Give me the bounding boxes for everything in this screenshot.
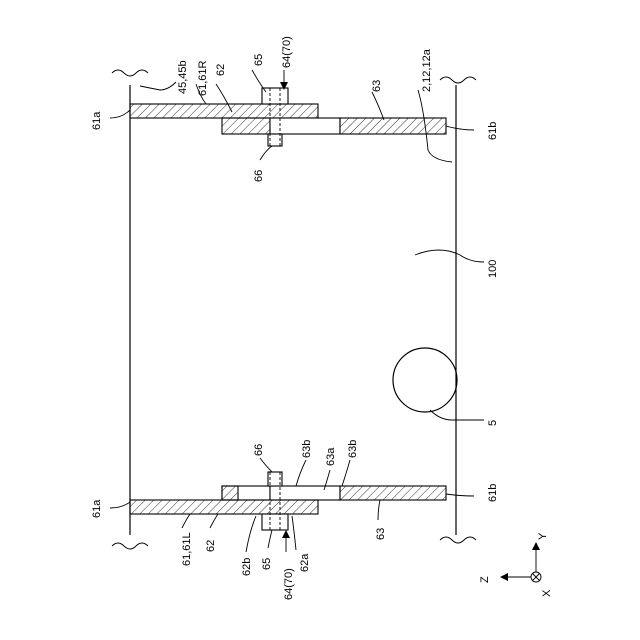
leader-66-bot [260, 458, 272, 472]
label-63b-a: 63b [301, 440, 313, 458]
label-61a-top: 61a [91, 111, 103, 130]
break-mark-top-left [112, 70, 148, 76]
label-65-bot: 65 [261, 558, 273, 570]
leader-65-bot [268, 530, 272, 548]
label-62-bot: 62 [205, 540, 217, 552]
label-61a-bot: 61a [91, 499, 103, 518]
label-63a: 63a [325, 447, 337, 466]
plate-62-lower [130, 500, 318, 514]
leader-62b [246, 516, 256, 552]
leader-62-bot [210, 514, 218, 528]
label-5: 5 [487, 420, 499, 426]
leader-63b-a [296, 460, 306, 486]
label-65-top: 65 [253, 54, 265, 66]
label-61b-top: 61b [487, 122, 499, 140]
bolt-head-65-lower [262, 514, 288, 530]
label-63-top: 63 [371, 80, 383, 92]
label-62-top: 62 [215, 64, 227, 76]
leader-45 [140, 82, 176, 90]
leader-61a-bot [110, 502, 130, 508]
leader-61b-top [446, 126, 474, 130]
leader-65-top [252, 70, 266, 92]
leader-5 [430, 410, 484, 420]
label-2: 2,12,12a [421, 48, 433, 92]
slot-63a-upper [270, 118, 340, 134]
leader-63-bot [378, 500, 380, 520]
break-mark-bottom-right [440, 537, 476, 543]
plate-62-upper [130, 104, 318, 118]
plate-63-upper [340, 118, 446, 134]
label-62b: 62b [241, 558, 253, 576]
leader-66-top [260, 146, 272, 160]
leader-100 [415, 250, 484, 262]
axis-z-label: Z [479, 576, 491, 583]
block-left-upper [222, 118, 270, 134]
label-61L: 61,61L [181, 532, 193, 566]
leader-61a-top [110, 110, 130, 118]
label-61b-bot: 61b [487, 484, 499, 502]
label-66-top: 66 [253, 170, 265, 182]
axis-z-arrowhead [500, 573, 508, 581]
arrow-64-bot-head [282, 530, 290, 538]
leader-61b-bot [446, 494, 474, 496]
label-45: 45,45b [177, 60, 189, 94]
label-63b-b: 63b [347, 440, 359, 458]
break-mark-top-right [440, 77, 476, 83]
axis-y-label: Y [537, 532, 549, 540]
label-62a: 62a [299, 553, 311, 572]
label-61R: 61,61R [197, 60, 209, 96]
bolt-head-65-upper [262, 88, 288, 104]
break-mark-bottom-left [112, 543, 148, 549]
label-66-bot: 66 [253, 444, 265, 456]
axis-y-arrowhead [532, 542, 540, 550]
label-100: 100 [487, 260, 499, 278]
label-63-bot: 63 [375, 528, 387, 540]
leader-62a [292, 516, 296, 550]
plate-63-lower [340, 486, 446, 500]
block-hatched-lower [222, 486, 238, 500]
slot-63a-lower [270, 486, 340, 500]
circle-5 [393, 348, 457, 412]
axis-x-label: X [541, 589, 553, 597]
label-64-bot: 64(70) [283, 568, 295, 600]
label-64-top: 64(70) [281, 36, 293, 68]
leader-61L [182, 514, 190, 528]
leader-63-top [372, 92, 384, 120]
leader-63b-b [342, 460, 350, 486]
